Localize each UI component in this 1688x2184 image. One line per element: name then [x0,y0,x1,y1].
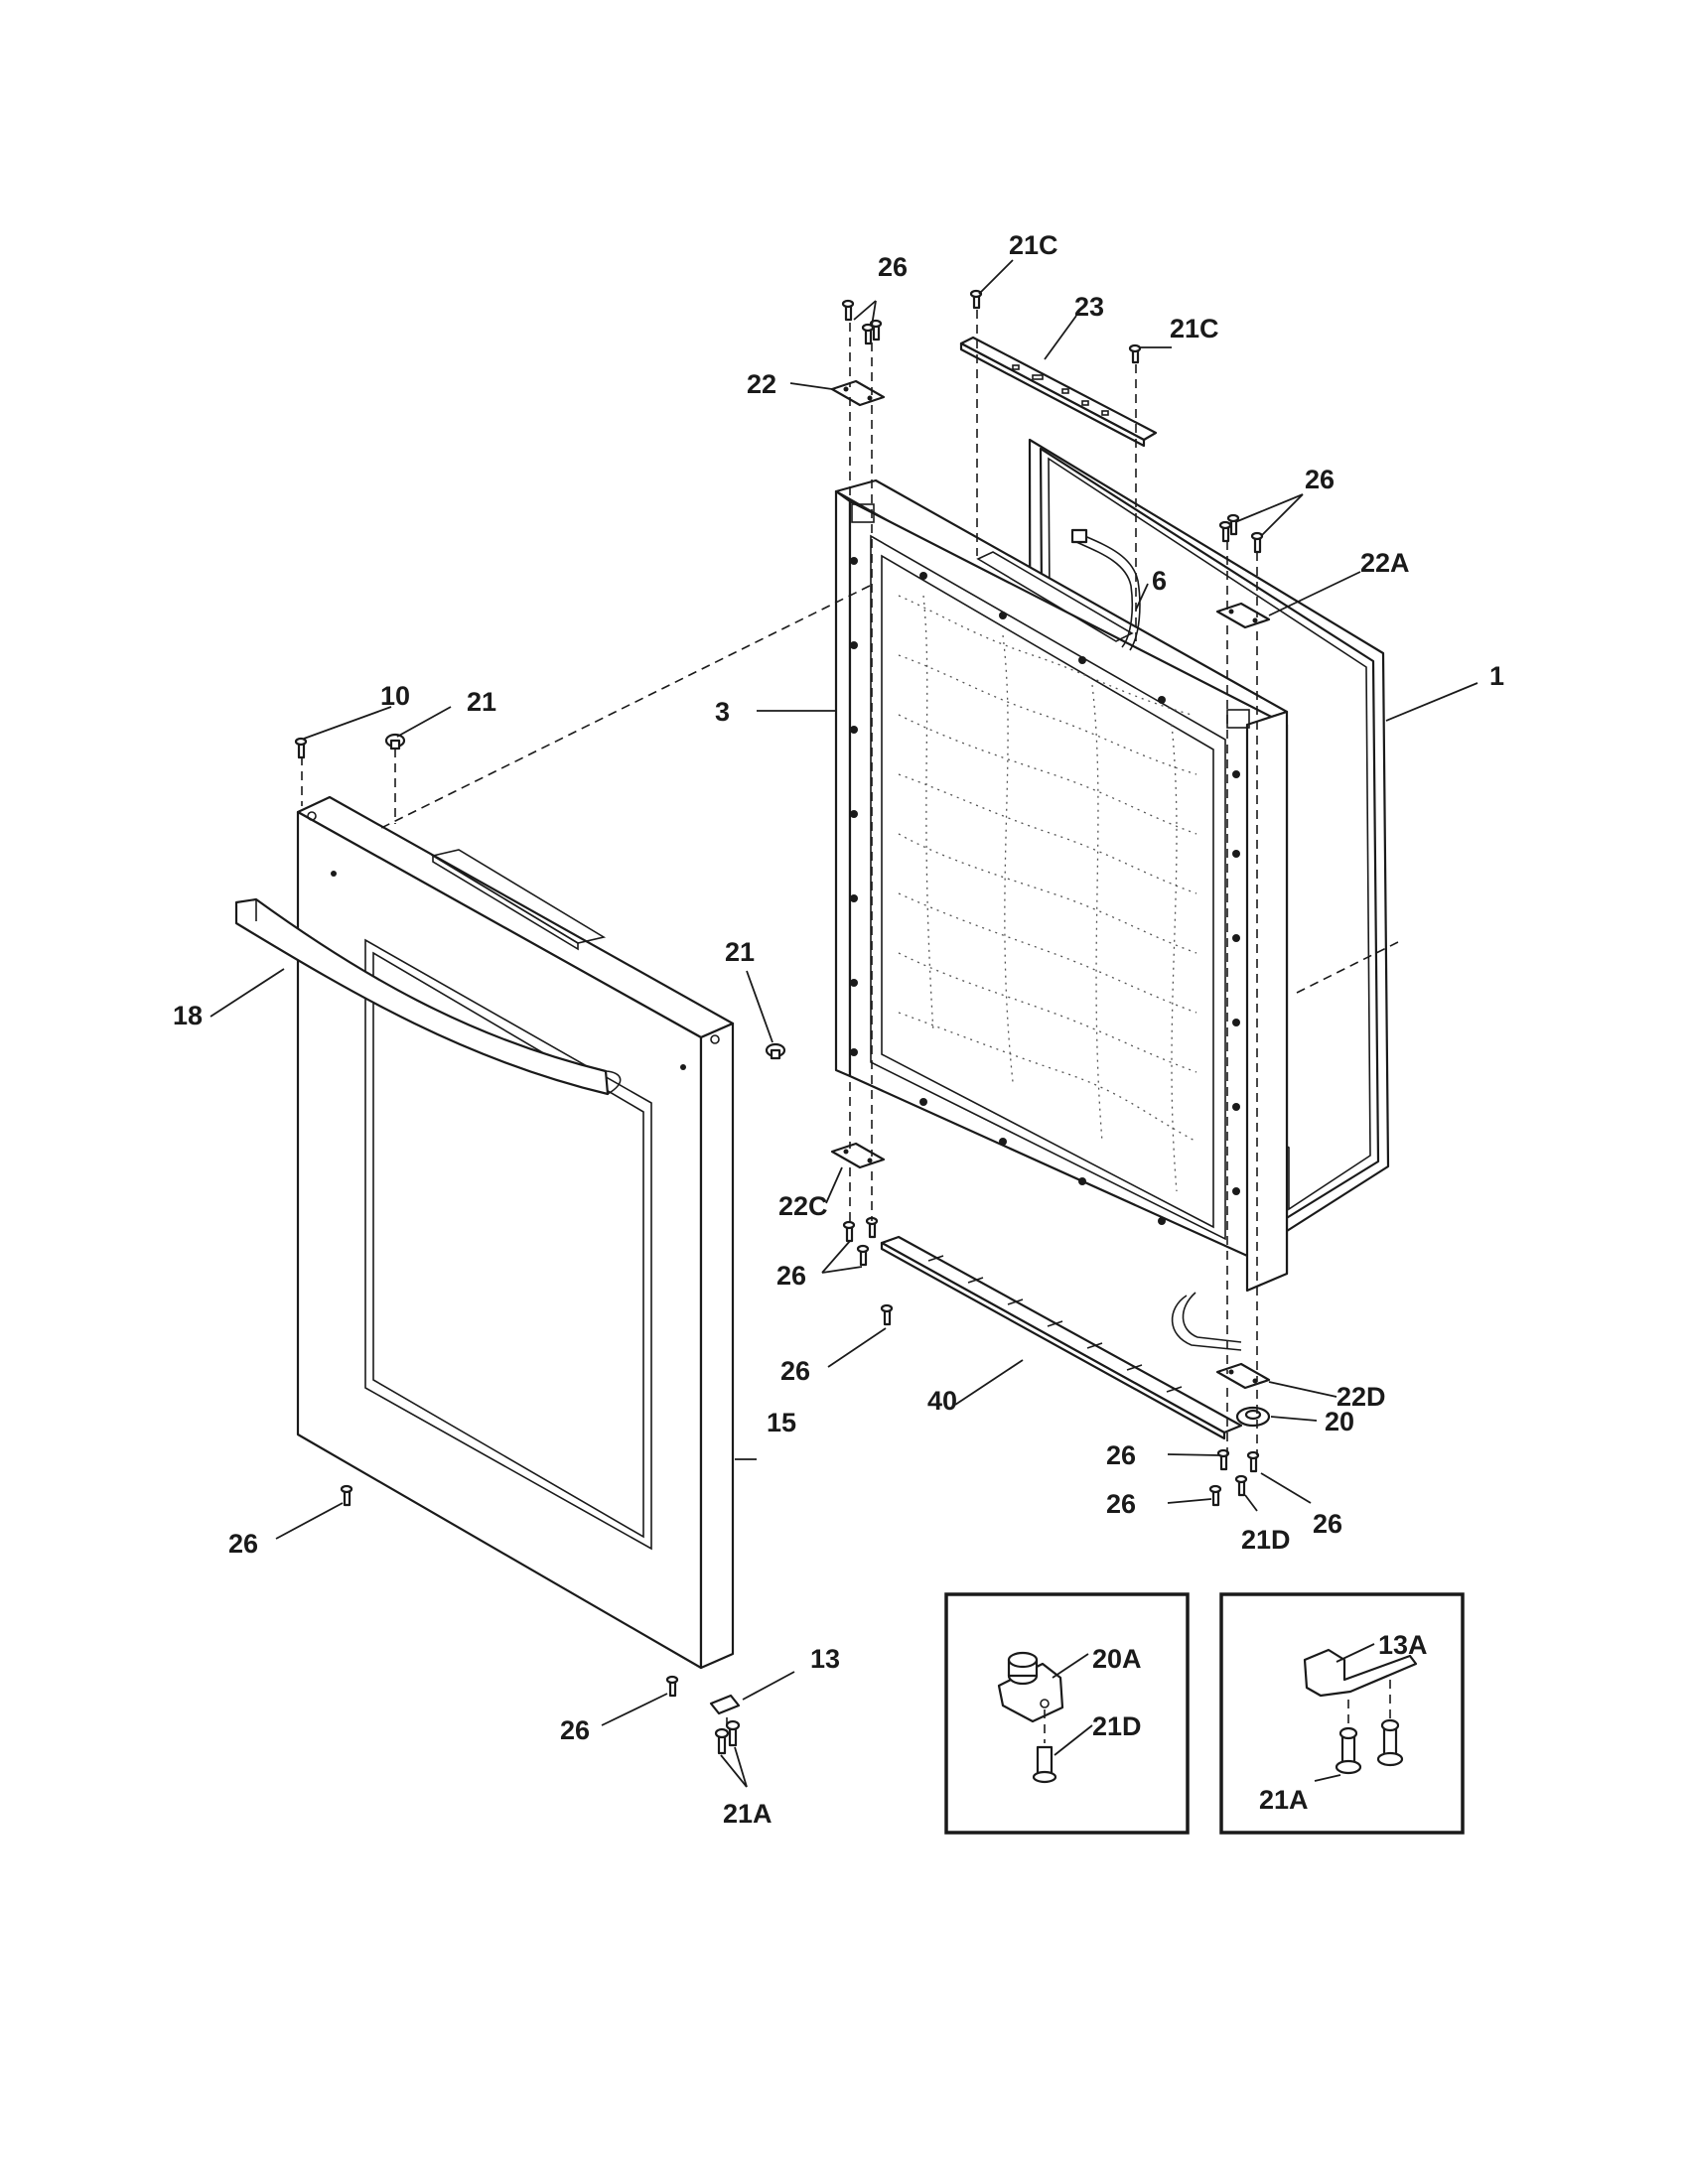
callout-21: 21 [725,937,755,967]
screws [294,289,1264,1755]
callout-23: 23 [1074,292,1104,322]
callout-26: 26 [776,1261,806,1291]
hinge-bracket-22c [830,1142,886,1169]
callout-21d: 21D [1092,1711,1142,1741]
callout-22: 22 [747,369,776,399]
door-bumpers [384,733,786,1060]
callout-26: 26 [228,1529,258,1559]
screw-icon [841,299,855,322]
outer-door-panel [296,795,735,1670]
screw-icon [1226,513,1240,536]
callout-22d: 22D [1336,1382,1386,1412]
callout-21c: 21C [1170,314,1219,343]
callout-1: 1 [1489,661,1504,691]
screw-icon [340,1484,353,1507]
callout-20a: 20A [1092,1644,1142,1674]
callout-40: 40 [927,1386,957,1416]
callout-labels: 26 21C 23 21C 22 26 22A 6 1 3 10 21 21 1… [173,230,1504,1829]
screw-icon [1128,343,1142,364]
leader-lines [210,259,1478,1788]
screw-icon [1246,1450,1260,1473]
screw-icon [1208,1484,1222,1507]
callout-26: 26 [878,252,908,282]
callout-26: 26 [560,1715,590,1745]
callout-21d: 21D [1241,1525,1291,1555]
hinge-bracket-22 [830,379,886,407]
screw-icon [1250,531,1264,554]
detail-box-hinge-20a [944,1592,1190,1835]
vent-cover [880,1235,1243,1440]
callout-26: 26 [1106,1440,1136,1470]
callout-21c: 21C [1009,230,1058,260]
door-handle [234,897,622,1096]
screw-icon [880,1303,894,1326]
hinge-bracket-22d [1215,1362,1271,1390]
callout-13: 13 [810,1644,840,1674]
screw-icon [856,1244,870,1267]
callout-10: 10 [380,681,410,711]
callout-26: 26 [780,1356,810,1386]
callout-21a: 21A [1259,1785,1309,1815]
hinge-20 [1235,1406,1271,1428]
detail-box-bracket-13a [1219,1592,1465,1835]
hinge-bracket-22a [1215,602,1271,629]
screw-icon [861,323,875,345]
screw-icon [1216,1448,1230,1471]
callout-26: 26 [1106,1489,1136,1519]
alignment-lines [301,310,1401,1727]
callout-21a: 21A [723,1799,773,1829]
hinge-plate-13 [709,1694,741,1715]
callout-13a: 13A [1378,1630,1428,1660]
callout-6: 6 [1152,566,1167,596]
panel-screw-holes [850,557,1240,1225]
callout-21: 21 [467,687,496,717]
callout-26: 26 [1313,1509,1342,1539]
screw-icon [842,1220,856,1243]
screw-icon [294,737,308,759]
screw-icon [1218,520,1232,543]
callout-18: 18 [173,1001,203,1030]
screw-icon [1234,1474,1248,1497]
callout-22c: 22C [778,1191,828,1221]
callout-3: 3 [715,697,730,727]
callout-26: 26 [1305,465,1335,494]
inner-door-panel [834,478,1289,1293]
screw-icon [869,319,883,341]
control-board [959,336,1158,448]
callout-20: 20 [1325,1407,1354,1436]
screw-icon [665,1675,679,1698]
callout-22a: 22A [1360,548,1410,578]
wire-harness [1070,528,1242,1351]
screw-icon [714,1727,730,1755]
screw-icon [969,289,983,310]
callout-15: 15 [767,1408,796,1437]
